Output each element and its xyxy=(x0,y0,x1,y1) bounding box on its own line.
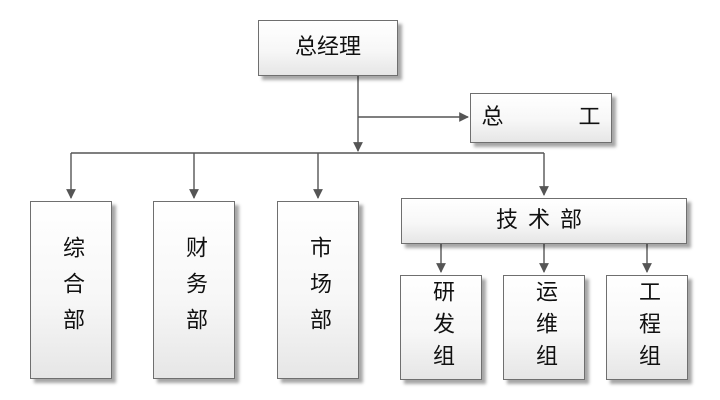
tech-department-label: 技术部 xyxy=(495,208,592,233)
rd-group-box: 研发组 xyxy=(400,275,482,380)
comprehensive-dept-label: 综合部 xyxy=(59,236,84,344)
comprehensive-dept-box: 综合部 xyxy=(30,201,112,379)
general-manager-label: 总经理 xyxy=(294,35,361,60)
engineering-group-box: 工程组 xyxy=(606,275,688,380)
operations-group-label: 运维组 xyxy=(532,279,557,376)
general-manager-box: 总经理 xyxy=(258,20,398,76)
chief-engineer-label: 总 工 xyxy=(481,105,635,130)
market-dept-box: 市场部 xyxy=(277,201,359,379)
engineering-group-label: 工程组 xyxy=(635,279,660,376)
market-dept-label: 市场部 xyxy=(306,236,331,344)
tech-department-box: 技术部 xyxy=(401,198,687,244)
operations-group-box: 运维组 xyxy=(503,275,585,380)
finance-dept-label: 财务部 xyxy=(182,236,207,344)
chief-engineer-box: 总 工 xyxy=(470,93,612,143)
rd-group-label: 研发组 xyxy=(429,279,454,376)
finance-dept-box: 财务部 xyxy=(153,201,235,379)
